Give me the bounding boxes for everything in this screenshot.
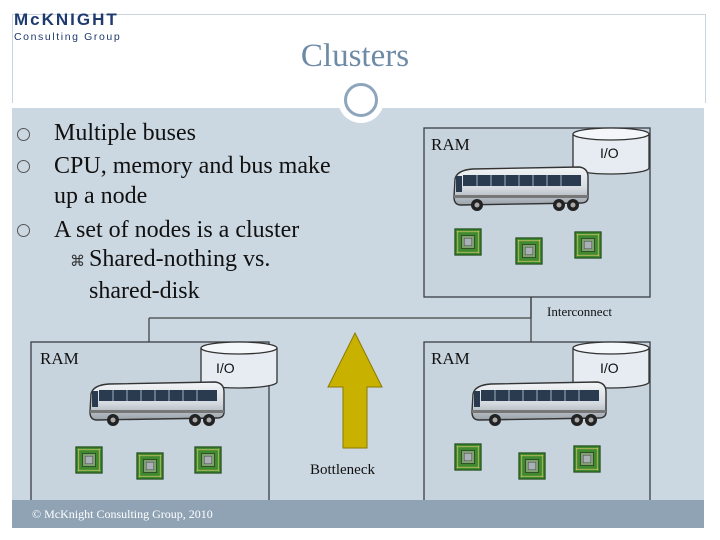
node-bottom-right-ram-label: RAM bbox=[431, 349, 470, 368]
bus-icon bbox=[89, 381, 225, 427]
node-top-right-ram-label: RAM bbox=[431, 135, 470, 154]
node-bottom-right-io-label: I/O bbox=[600, 360, 619, 376]
divider-ring-icon bbox=[344, 83, 378, 117]
sub-bullet-mark-icon: ⌘ bbox=[70, 252, 85, 270]
node-top-right-io-label: I/O bbox=[600, 145, 619, 161]
bottleneck-arrow bbox=[327, 331, 383, 449]
bullet-2-line2: up a node bbox=[54, 183, 148, 209]
cpu-chip-icon bbox=[75, 446, 103, 474]
cpu-chip-icon bbox=[518, 452, 546, 480]
interconnect-label: Interconnect bbox=[547, 304, 612, 319]
cpu-chip-icon bbox=[194, 446, 222, 474]
cpu-chip-icon bbox=[454, 443, 482, 471]
bullet-ring-icon bbox=[17, 224, 30, 237]
bullet-ring-icon bbox=[17, 128, 30, 141]
io-disk-icon bbox=[200, 341, 278, 389]
bullet-1: Multiple buses bbox=[54, 120, 196, 146]
cpu-chip-icon bbox=[454, 228, 482, 256]
node-bottom-left-ram-label: RAM bbox=[40, 349, 79, 368]
sub-bullet-line2: shared-disk bbox=[89, 278, 200, 304]
cpu-chip-icon bbox=[573, 445, 601, 473]
slide-title: Clusters bbox=[300, 38, 410, 74]
cpu-chip-icon bbox=[574, 231, 602, 259]
logo-main: McKNIGHT bbox=[14, 10, 119, 29]
bus-icon bbox=[471, 381, 607, 427]
cpu-chip-icon bbox=[136, 452, 164, 480]
bullet-ring-icon bbox=[17, 160, 30, 173]
bullet-2-line1: CPU, memory and bus make bbox=[54, 153, 331, 179]
node-bottom-left-io-label: I/O bbox=[216, 360, 235, 376]
cpu-chip-icon bbox=[515, 237, 543, 265]
logo-subtitle: Consulting Group bbox=[14, 31, 122, 43]
bottleneck-label: Bottleneck bbox=[310, 462, 375, 478]
sub-bullet-line1: Shared-nothing vs. bbox=[89, 246, 271, 272]
header-frame bbox=[12, 14, 706, 103]
bus-icon bbox=[453, 166, 589, 212]
footer-bar bbox=[12, 500, 704, 528]
bullet-3: A set of nodes is a cluster bbox=[54, 217, 300, 243]
footer-copyright: © McKnight Consulting Group, 2010 bbox=[32, 507, 213, 521]
